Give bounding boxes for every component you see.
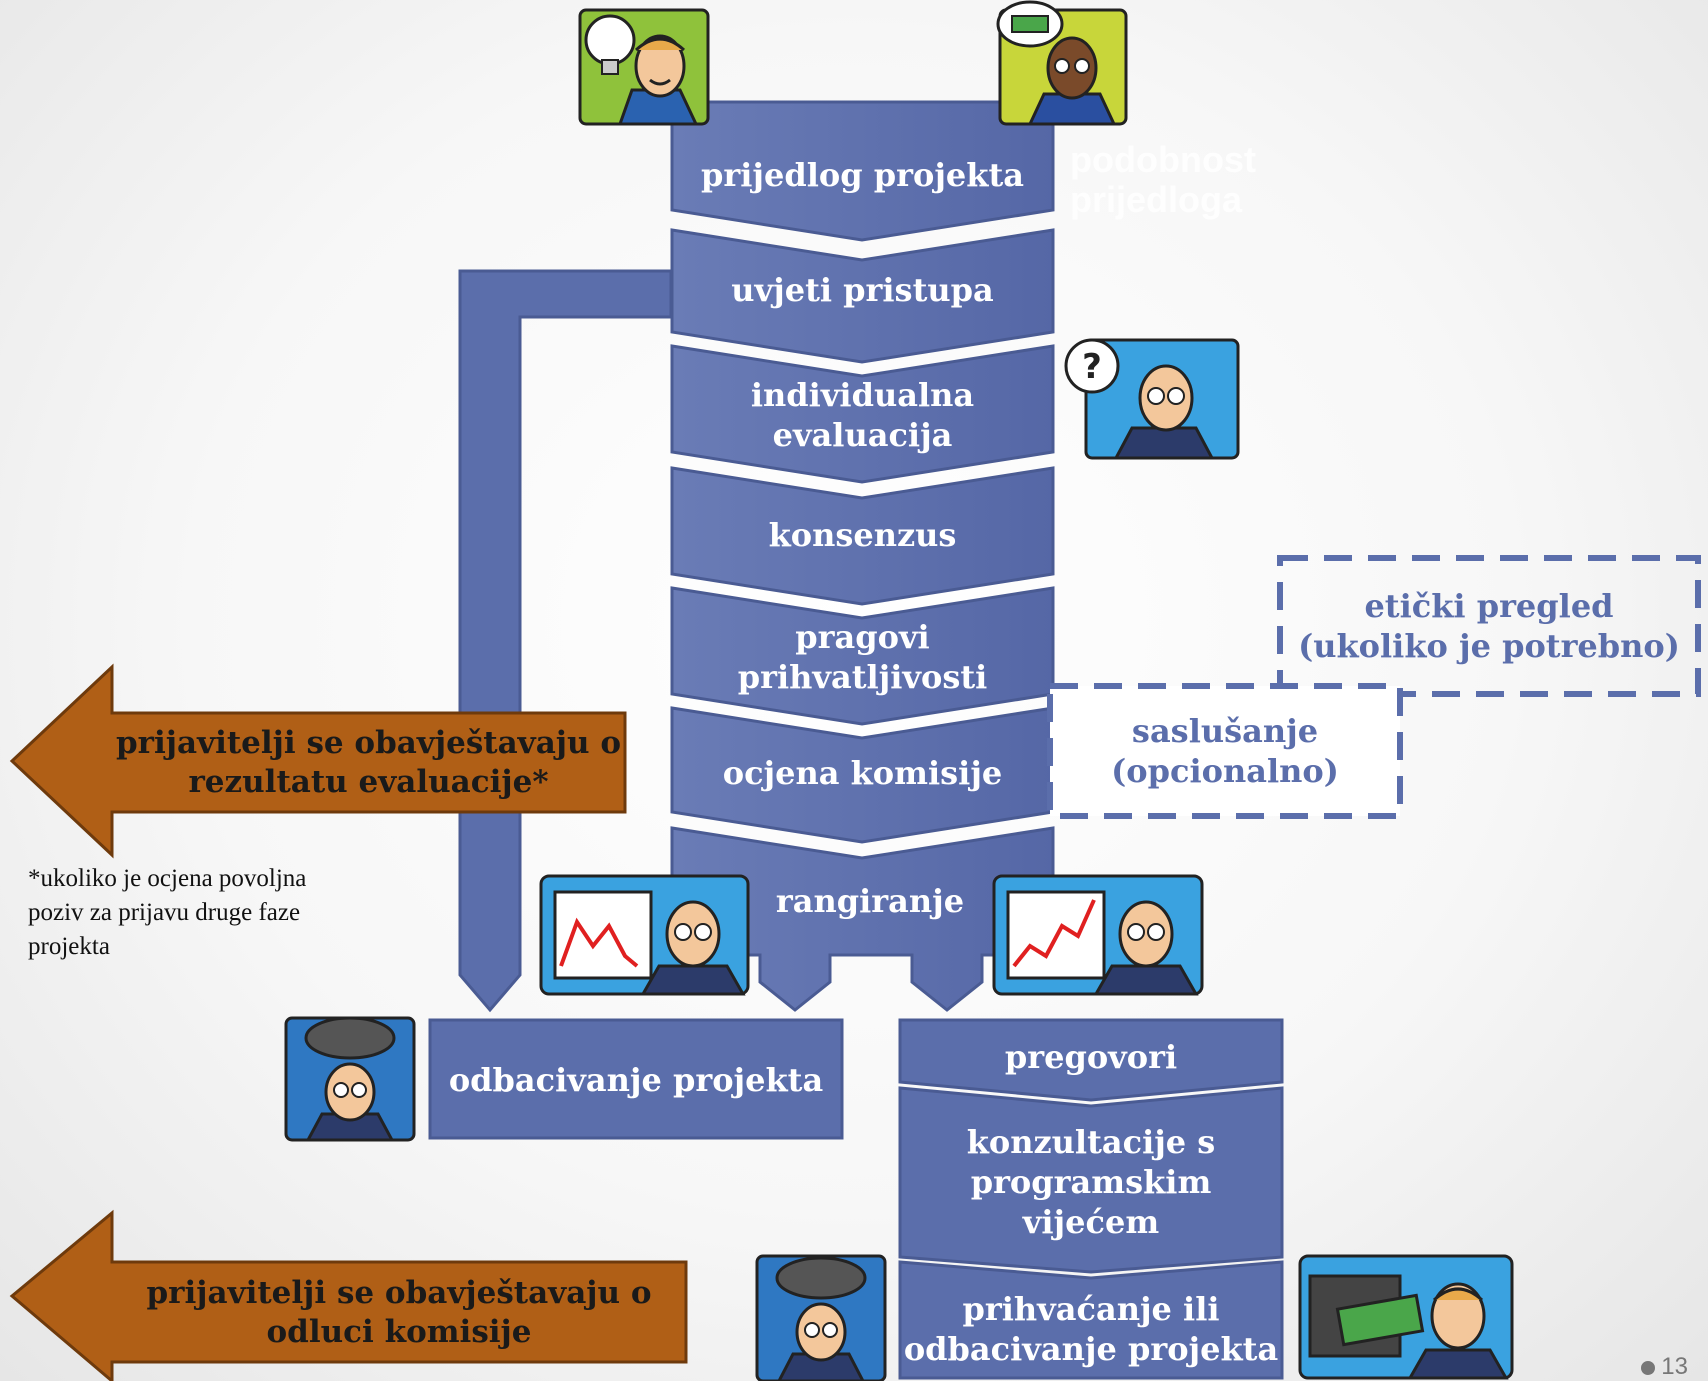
dashed-box-saslusanje: [1047, 683, 1403, 819]
outcome-box-konzultacije: [898, 1086, 1284, 1274]
chart-down-man-icon: [539, 874, 750, 996]
notify-arrow-odluka: [9, 1209, 688, 1381]
label-odbacivanje: odbacivanje projekta: [448, 1061, 824, 1099]
svg-text:?: ?: [1082, 347, 1102, 387]
label-eticki: etički pregled (ukoliko je potrebno): [1298, 587, 1680, 665]
stage-shape-uvjeti: [670, 228, 1055, 364]
stage-label-prijedlog: prijedlog projekta: [701, 156, 1024, 194]
label-pregovori: pregovori: [1004, 1038, 1178, 1076]
label-notify-odluka: prijavitelji se obavještavaju o odluci k…: [146, 1275, 652, 1350]
rain-cloud-man-icon: [284, 1016, 416, 1142]
ghost-text: podobnost prijedloga: [1070, 139, 1256, 220]
return-pipe: [458, 269, 673, 1013]
chart-up-man-icon: [992, 874, 1204, 996]
rain-cloud-man-icon: [755, 1254, 887, 1381]
stage-label-individualna: individualna evaluacija: [750, 376, 975, 454]
stage-label-ocjena: ocjena komisije: [722, 754, 1003, 792]
page-number: 13: [1641, 1353, 1688, 1381]
money-thought-man-icon: [996, 0, 1128, 126]
outcome-box-prihvacanje: [898, 1260, 1284, 1380]
footnote: *ukoliko je ocjena povoljna poziv za pri…: [28, 865, 307, 960]
stage-shape-konsenzus: [670, 466, 1055, 606]
label-notify-evaluacija: prijavitelji se obavještavaju o rezultat…: [115, 725, 622, 800]
stage-shape-prijedlog: [670, 100, 1055, 242]
stage-shapes: [670, 100, 1055, 1012]
question-man-icon: ?: [1064, 338, 1240, 460]
money-computer-man-icon: [1298, 1254, 1514, 1380]
dashed-box-eticki: [1277, 555, 1701, 697]
outcome-box-odbacivanje: [428, 1018, 844, 1140]
stage-label-pragovi: pragovi prihvatljivosti: [737, 618, 988, 696]
stage-label-uvjeti: uvjeti pristupa: [731, 271, 994, 309]
idea-man-icon: [578, 8, 710, 126]
stage-label-rangiranje: rangiranje: [775, 882, 965, 920]
notify-arrow-evaluacija: [9, 663, 627, 859]
label-konzultacije: konzultacije s programskim vijećem: [966, 1123, 1216, 1241]
stage-shape-individualna: [670, 344, 1055, 484]
outcome-box-pregovori: [898, 1018, 1284, 1102]
label-saslusanje: saslušanje (opcionalno): [1111, 712, 1339, 790]
label-prihvacanje: prihvaćanje ili odbacivanje projekta: [903, 1290, 1279, 1368]
stage-label-konsenzus: konsenzus: [768, 516, 957, 554]
